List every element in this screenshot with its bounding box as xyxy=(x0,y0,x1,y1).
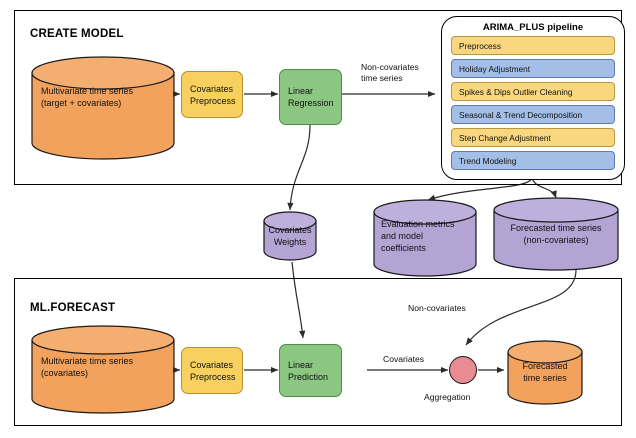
pipeline-step-preprocess[interactable]: Preprocess xyxy=(451,36,615,55)
ml-forecast-title: ML.FORECAST xyxy=(30,302,116,314)
linear-prediction[interactable]: Linear Prediction xyxy=(279,344,342,397)
covariates-weights-label: Covariates Weights xyxy=(268,225,312,247)
multivariate-time-series-covariates-shape xyxy=(31,325,175,414)
arrow-group xyxy=(172,90,577,374)
pipeline-step-seasonal-trend-decomposition[interactable]: Seasonal & Trend Decomposition xyxy=(451,105,615,124)
arrow-pipeline-to-forecast-noncov xyxy=(531,177,557,199)
forecasted-non-covariates-label: Forecasted time series (non-covariates) xyxy=(510,223,602,245)
pipeline-step-spikes-dips-outlier-cleaning[interactable]: Spikes & Dips Outlier Cleaning xyxy=(451,82,615,101)
covariates-weights-shape xyxy=(263,211,317,261)
arrow-regression-to-weights xyxy=(287,124,311,211)
create-model-title: CREATE MODEL xyxy=(30,28,124,40)
aggregation-label: Aggregation xyxy=(424,392,471,402)
multivariate-time-series-covariates-label: Multivariate time series (covariates) xyxy=(41,356,134,378)
aggregation-node[interactable] xyxy=(449,356,477,384)
ml-forecast-frame xyxy=(14,278,622,426)
forecasted-non-covariates-shape xyxy=(493,197,619,271)
evaluation-metrics-label: Evaluation metrics and model coefficient… xyxy=(381,219,455,253)
arrow-weights-to-linear-prediction xyxy=(291,261,306,339)
pipeline-step-trend-modeling[interactable]: Trend Modeling xyxy=(451,151,615,170)
forecasted-time-series-output-label: Forecasted time series xyxy=(522,361,568,383)
multivariate-time-series-source-shape xyxy=(31,56,175,160)
forecasted-time-series-output-shape xyxy=(507,340,583,405)
edge-label-covariates: Covariates xyxy=(383,354,425,364)
arrow-pipeline-to-eval-metrics xyxy=(427,177,533,201)
edge-label-non-covariates-time-series: Non-covariates time series xyxy=(361,62,419,83)
arrow-forecast-noncov-to-aggregation xyxy=(465,269,577,346)
pipeline-step-holiday-adjustment[interactable]: Holiday Adjustment xyxy=(451,59,615,78)
linear-regression[interactable]: Linear Regression xyxy=(279,69,342,125)
evaluation-metrics-shape xyxy=(373,199,477,277)
covariates-preprocess[interactable]: Covariates Preprocess xyxy=(181,71,243,118)
pipeline-step-step-change-adjustment[interactable]: Step Change Adjustment xyxy=(451,128,615,147)
arima-plus-pipeline-title: ARIMA_PLUS pipeline xyxy=(482,22,584,33)
covariates-preprocess-forecast[interactable]: Covariates Preprocess xyxy=(181,347,243,394)
edge-label-non-covariates-forecast: Non-covariates xyxy=(408,303,466,313)
multivariate-time-series-source-label: Multivariate time series (target + covar… xyxy=(41,86,134,108)
